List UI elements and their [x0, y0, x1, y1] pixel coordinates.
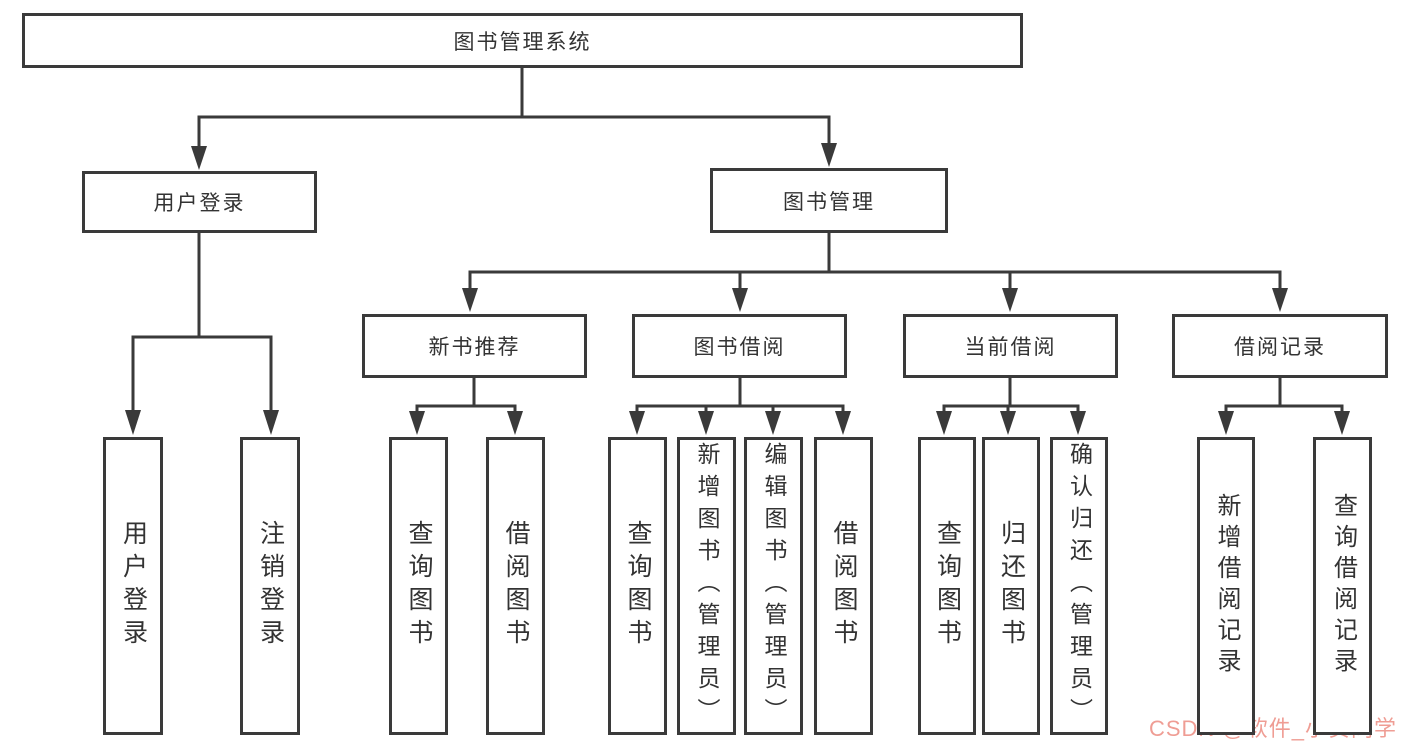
leaf-label: 借阅图书 — [830, 520, 858, 652]
node-label: 图书管理 — [783, 190, 875, 214]
node-borrow-records: 借阅记录 — [1172, 314, 1388, 378]
leaf-label: 新增图书（管理员） — [694, 442, 720, 730]
node-book-borrow: 图书借阅 — [632, 314, 847, 378]
leaf-query-books-recommend: 查询图书 — [389, 437, 448, 735]
node-label: 用户登录 — [153, 192, 246, 215]
leaf-user-login: 用户登录 — [103, 437, 163, 735]
node-book-management: 图书管理 — [710, 168, 948, 233]
leaf-label: 借阅图书 — [502, 520, 530, 652]
leaf-borrow-books-recommend: 借阅图书 — [486, 437, 545, 735]
node-new-book-recommend: 新书推荐 — [362, 314, 587, 378]
leaf-edit-books-admin: 编辑图书（管理员） — [744, 437, 803, 735]
leaf-label: 新增借阅记录 — [1213, 493, 1240, 679]
node-current-borrow: 当前借阅 — [903, 314, 1118, 378]
node-label: 新书推荐 — [428, 336, 521, 359]
leaf-add-borrow-record: 新增借阅记录 — [1197, 437, 1255, 735]
leaf-label: 用户登录 — [119, 520, 148, 652]
leaf-add-books-admin: 新增图书（管理员） — [677, 437, 736, 735]
leaf-label: 归还图书 — [997, 520, 1026, 652]
leaf-label: 确认归还（管理员） — [1066, 442, 1093, 730]
leaf-label: 编辑图书（管理员） — [761, 442, 787, 730]
leaf-borrow-books: 借阅图书 — [814, 437, 873, 735]
node-user-login: 用户登录 — [82, 171, 317, 233]
node-label: 借阅记录 — [1234, 336, 1326, 359]
leaf-label: 注销登录 — [256, 520, 285, 652]
leaf-confirm-return-admin: 确认归还（管理员） — [1050, 437, 1108, 735]
node-root-system: 图书管理系统 — [22, 13, 1023, 68]
leaf-query-books-current: 查询图书 — [918, 437, 976, 735]
node-label: 图书管理系统 — [453, 30, 592, 54]
leaf-return-books: 归还图书 — [982, 437, 1040, 735]
node-label: 图书借阅 — [693, 336, 786, 359]
leaf-query-borrow-record: 查询借阅记录 — [1313, 437, 1372, 735]
leaf-logout-login: 注销登录 — [240, 437, 300, 735]
leaf-query-books-borrow: 查询图书 — [608, 437, 667, 735]
leaf-label: 查询图书 — [933, 520, 962, 652]
leaf-label: 查询图书 — [624, 520, 652, 652]
node-label: 当前借阅 — [964, 336, 1057, 359]
leaf-label: 查询图书 — [405, 520, 433, 652]
leaf-label: 查询借阅记录 — [1329, 493, 1357, 679]
